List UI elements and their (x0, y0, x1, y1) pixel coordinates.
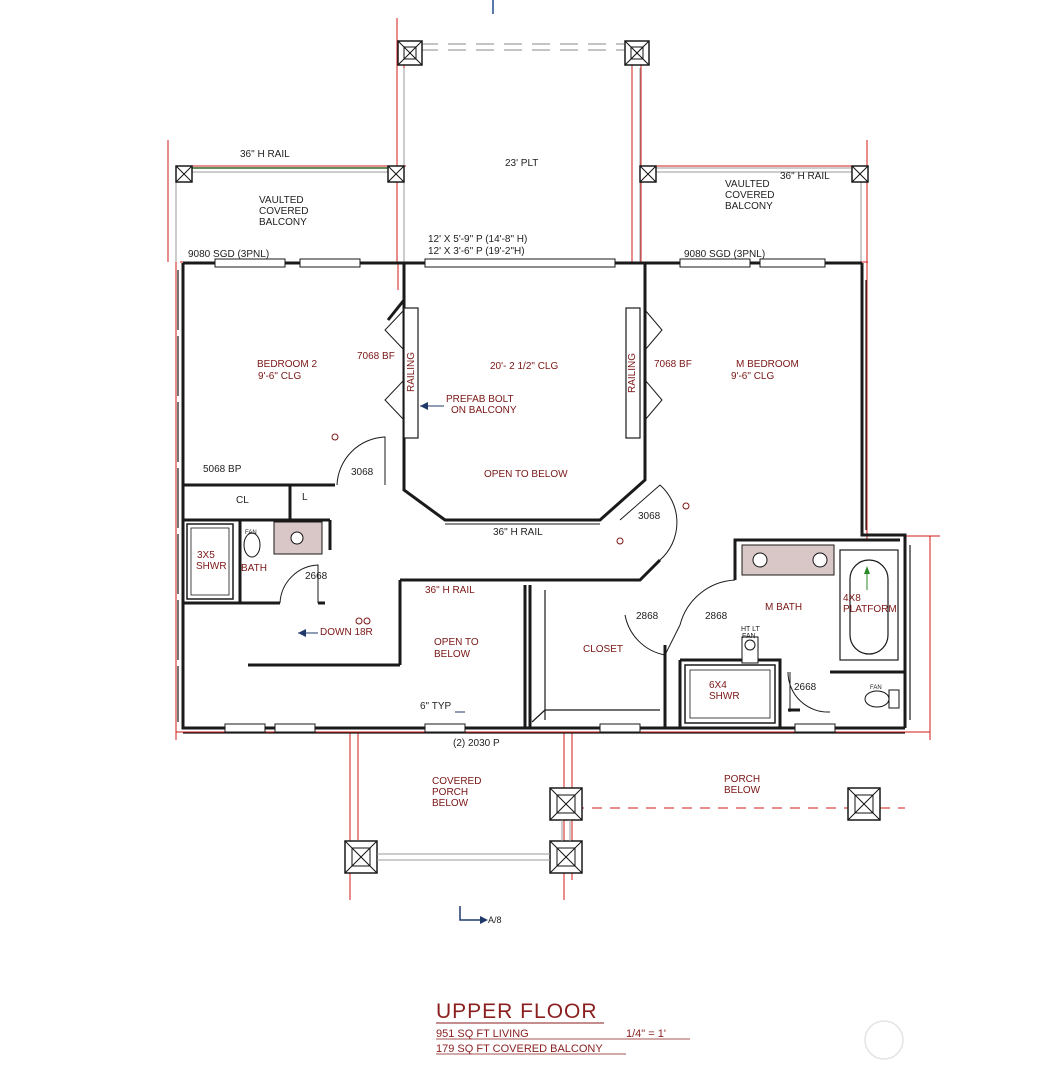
closet-label: CLOSET (583, 644, 623, 655)
door-3068-left: 3068 (351, 467, 374, 478)
balcony-right-line1: VAULTED (725, 179, 770, 190)
balcony-right-line2: COVERED (725, 190, 774, 201)
door-3068-right: 3068 (638, 511, 661, 522)
covered-porch-line2: PORCH (432, 787, 468, 798)
mbed-clg: 9'-6" CLG (731, 371, 774, 382)
plan-labels: 36" H RAIL 36" H RAIL 23' PLT VAULTED CO… (188, 149, 897, 925)
window-label-1: 12' X 5'-9" P (14'-8" H) (428, 234, 527, 245)
door-2868-right: 2868 (705, 611, 728, 622)
plt-label: 23' PLT (505, 158, 538, 169)
bedroom2-clg: 9'-6" CLG (258, 371, 301, 382)
cl-label: CL (236, 495, 249, 506)
shwr-6x4-line2: SHWR (709, 691, 740, 702)
rail-stair-label: 36" H RAIL (425, 585, 475, 596)
bedroom2-name: BEDROOM 2 (257, 359, 317, 370)
sgd-right-label: 9080 SGD (3PNL) (684, 249, 765, 260)
interior-walls (183, 263, 905, 728)
open-below-stair-line2: BELOW (434, 649, 471, 660)
plan-title: UPPER FLOOR (436, 1000, 598, 1023)
center-clg-label: 20'- 2 1/2" CLG (490, 361, 558, 372)
bp-label: 5068 BP (203, 464, 242, 475)
fixtures (186, 433, 900, 724)
posts (175, 40, 881, 874)
porch-below-line2: BELOW (724, 785, 761, 796)
watermark-circle (864, 1020, 904, 1060)
platform-line2: PLATFORM (843, 604, 897, 615)
balcony-left-line3: BALCONY (259, 217, 307, 228)
mbath-label: M BATH (765, 602, 802, 613)
window-label-2: 12' X 3'-6" P (19'-2"H) (428, 246, 525, 257)
mbed-name: M BEDROOM (736, 359, 799, 370)
door-2868-left: 2868 (636, 611, 659, 622)
bf-right-label: 7068 BF (654, 359, 692, 370)
scale-label: 1/4" = 1' (626, 1028, 666, 1040)
down-label: DOWN 18R (320, 627, 373, 638)
shwr-3x5-line2: SHWR (196, 561, 227, 572)
platform-line1: 4X8 (843, 593, 861, 604)
arrows (298, 402, 870, 924)
l-label: L (302, 492, 308, 503)
porch-below-line1: PORCH (724, 774, 760, 785)
exterior-walls (177, 258, 911, 734)
balcony-left-line2: COVERED (259, 206, 308, 217)
bf-left-label: 7068 BF (357, 351, 395, 362)
balcony-rails (175, 0, 862, 262)
title-block: UPPER FLOOR 951 SQ FT LIVING 1/4" = 1' 1… (436, 1000, 690, 1055)
shwr-3x5-line1: 3X5 (197, 550, 215, 561)
shwr-6x4-line1: 6X4 (709, 680, 727, 691)
balcony-left-line1: VAULTED (259, 195, 304, 206)
bath-label: BATH (241, 563, 267, 574)
railing-left-label: RAILING (406, 352, 417, 392)
open-below-stair-line1: OPEN TO (434, 637, 479, 648)
fan-bath-label: FAN (245, 530, 257, 536)
door-swings (279, 436, 831, 713)
section-ref-label: A/8 (488, 915, 502, 925)
center-railings (384, 307, 663, 525)
fan-mbath-label: FAN (870, 685, 882, 691)
door-2668-mbath: 2668 (794, 682, 817, 693)
covered-porch-line3: BELOW (432, 798, 469, 809)
covered-porch-line1: COVERED (432, 776, 481, 787)
window-bottom-label: (2) 2030 P (453, 738, 500, 749)
railing-right-label: RAILING (627, 353, 638, 393)
balcony-right-line3: BALCONY (725, 201, 773, 212)
rail-mid-label: 36" H RAIL (493, 527, 543, 538)
door-2668-bath: 2668 (305, 571, 328, 582)
ht-lt-fan-line1: HT LT (741, 626, 761, 633)
sgd-left-label: 9080 SGD (3PNL) (188, 249, 269, 260)
living-area: 951 SQ FT LIVING (436, 1028, 529, 1040)
ht-lt-fan-line2: FAN (742, 633, 756, 640)
typ-label: 6" TYP (420, 701, 451, 712)
rail-label-top-left: 36" H RAIL (240, 149, 290, 160)
prefab-line1: PREFAB BOLT (446, 394, 514, 405)
prefab-line2: ON BALCONY (451, 405, 517, 416)
balcony-area: 179 SQ FT COVERED BALCONY (436, 1043, 603, 1055)
rail-label-top-right: 36" H RAIL (780, 171, 830, 182)
open-below-top: OPEN TO BELOW (484, 469, 568, 480)
